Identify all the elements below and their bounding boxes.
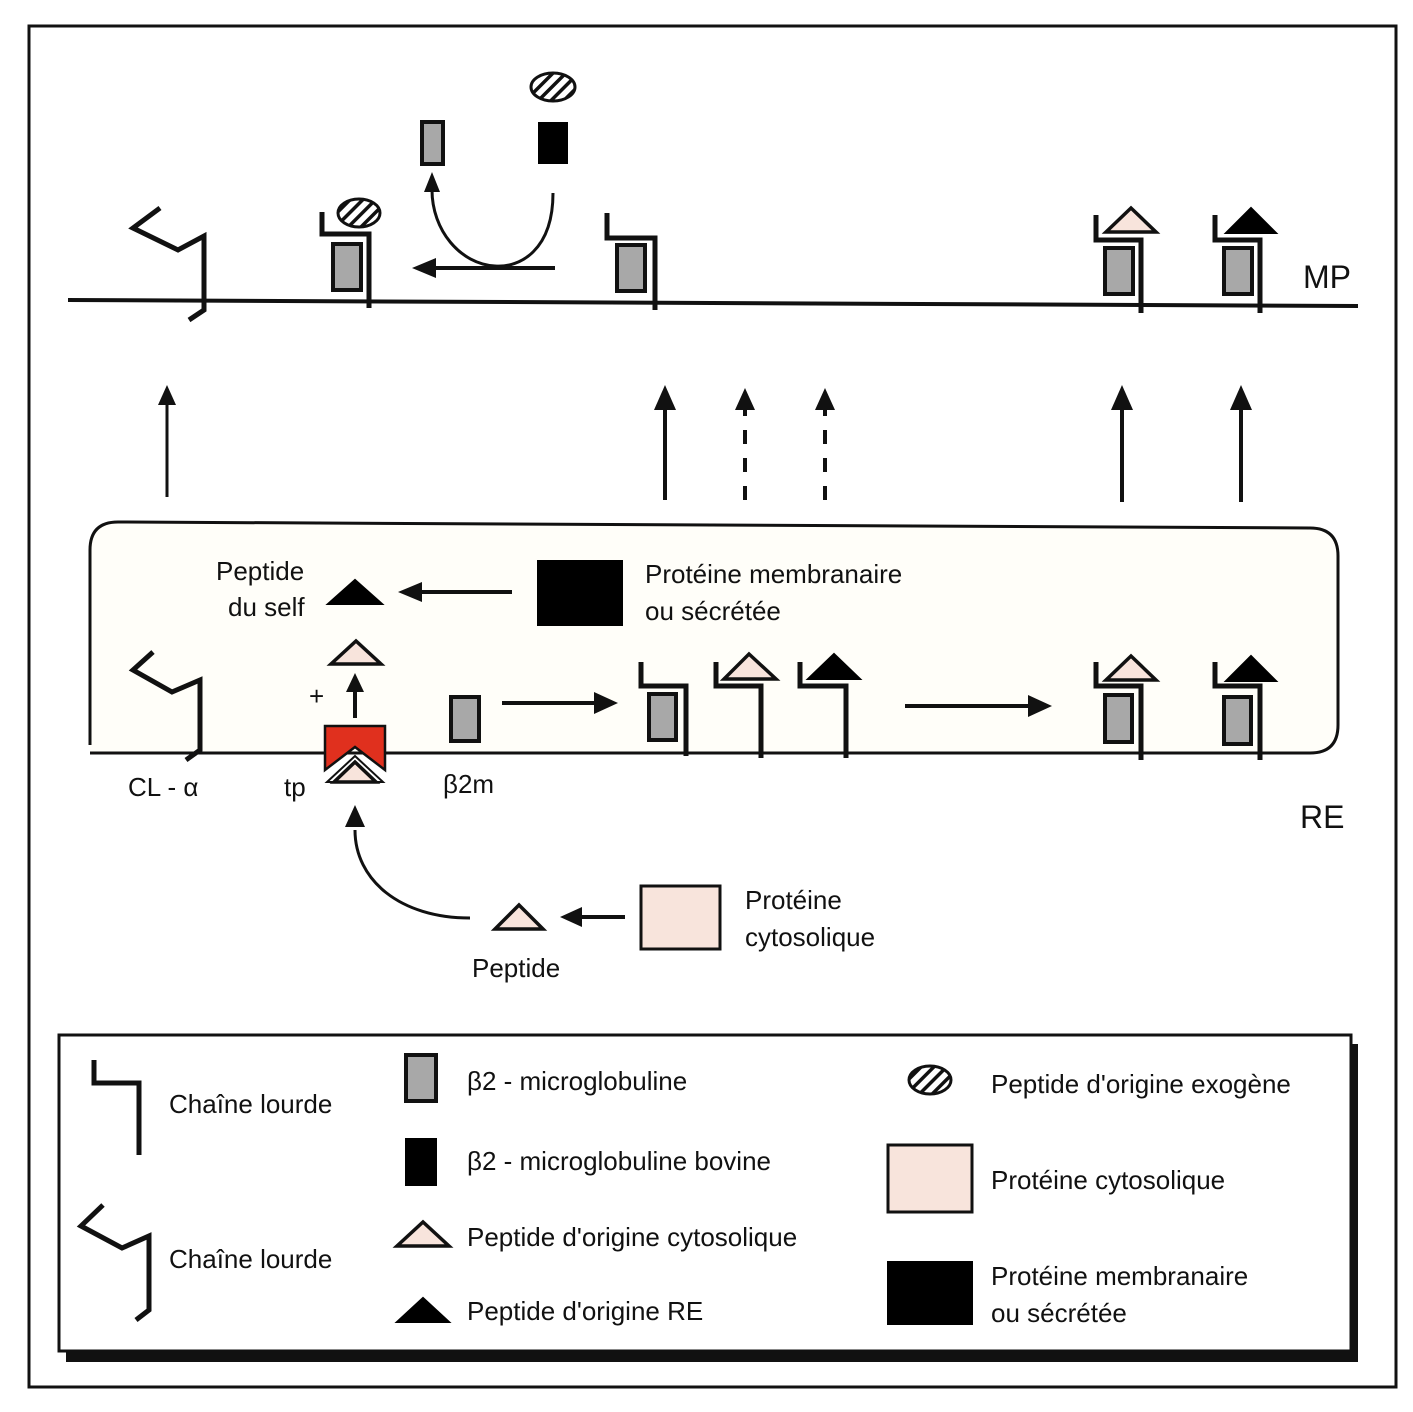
beta2m-er (449, 695, 481, 743)
peptide-self-label-2: du self (228, 592, 305, 622)
transport-arrows (158, 385, 1252, 502)
legend-label-4: Peptide d'origine cytosolique (467, 1222, 797, 1252)
legend: Chaîne lourde Chaîne lourde β2 - microgl… (57, 1033, 1358, 1362)
legend-label-8a: Protéine membranaire (991, 1261, 1248, 1291)
beta2-microglobulin-icon (404, 1053, 438, 1103)
beta2-microglobulin-bovine-icon (405, 1138, 437, 1186)
exogenous-peptide-icon (336, 197, 382, 229)
tp-label: tp (284, 772, 306, 802)
heavy-chain-folded-icon (91, 1060, 142, 1155)
human-beta2m-released (420, 120, 445, 166)
beta2m-exchange (412, 71, 577, 278)
cytosolic-protein-icon (886, 1143, 974, 1214)
exogenous-peptide-free (529, 71, 577, 103)
re-label: RE (1300, 799, 1344, 835)
cl-alpha-label: CL - α (128, 772, 198, 802)
peptide-label: Peptide (472, 953, 560, 983)
arrowhead (1028, 695, 1052, 717)
cytosolic-peptide-er (326, 638, 386, 666)
arrowhead (398, 582, 422, 602)
peptide-er-icon (394, 1296, 452, 1323)
heavy-chain-unfolded-mp (128, 205, 207, 323)
heavy-chain-er-peptide-er (797, 652, 863, 758)
arrow-left-head (412, 258, 436, 278)
membrane-protein-icon (887, 1261, 973, 1325)
peptide-cytosolic-icon (392, 1219, 454, 1248)
peptide-exogenous-icon (907, 1064, 953, 1096)
plus-sign: + (309, 681, 324, 711)
mhc-complex-cytosolic-peptide-er (1093, 653, 1161, 760)
cytosolic-protein-label-2: cytosolique (745, 922, 875, 952)
mhc-complex-er-peptide-er (1212, 654, 1279, 760)
beta2m-label: β2m (443, 769, 494, 799)
outer-frame (27, 24, 1398, 1389)
mp-label: MP (1303, 259, 1351, 295)
plasma-membrane-line (67, 298, 1359, 308)
membrane-protein-label-1: Protéine membranaire (645, 559, 902, 589)
arrow-peptide-to-tap (353, 829, 471, 920)
arrowhead (560, 907, 582, 927)
cytosolic-protein-label-1: Protéine (745, 885, 842, 915)
mhc-complex-exogenous-mp (319, 197, 382, 308)
tap-transporter-icon (323, 724, 387, 773)
mhc-complex-er-peptide-mp (1212, 206, 1279, 313)
self-peptide-icon (325, 578, 385, 605)
legend-label-0: Chaîne lourde (169, 1089, 332, 1119)
er-compartment (88, 520, 1340, 755)
legend-label-6: Peptide d'origine exogène (991, 1069, 1291, 1099)
mhc-complex-cytosolic-peptide-mp (1093, 205, 1161, 313)
legend-label-7: Protéine cytosolique (991, 1165, 1225, 1195)
heavy-chain-unfolded-er (128, 650, 203, 763)
bovine-beta2m (538, 122, 568, 164)
heavy-chain-cytosolic-peptide-er (713, 651, 781, 758)
arrowhead (345, 805, 365, 827)
arrowhead (594, 692, 618, 714)
peptide-self-label-1: Peptide (216, 556, 304, 586)
legend-label-8b: ou sécrétée (991, 1298, 1127, 1328)
cytosolic-peptide-icon (490, 902, 548, 931)
arrow-up-head (424, 172, 440, 192)
membrane-protein-er (537, 560, 623, 626)
arrowhead (346, 673, 364, 692)
tap-transporter (323, 724, 387, 784)
cytosolic-protein (639, 884, 722, 951)
heavy-chain-unfolded-icon (76, 1203, 152, 1322)
legend-label-5: Peptide d'origine RE (467, 1296, 703, 1326)
membrane-protein-label-2: ou sécrétée (645, 596, 781, 626)
mhc-complex-empty-er (638, 662, 689, 756)
mhc-complex-empty-mp (604, 213, 658, 310)
legend-label-1: Chaîne lourde (169, 1244, 332, 1274)
legend-label-2: β2 - microglobuline (467, 1066, 687, 1096)
legend-label-3: β2 - microglobuline bovine (467, 1146, 771, 1176)
